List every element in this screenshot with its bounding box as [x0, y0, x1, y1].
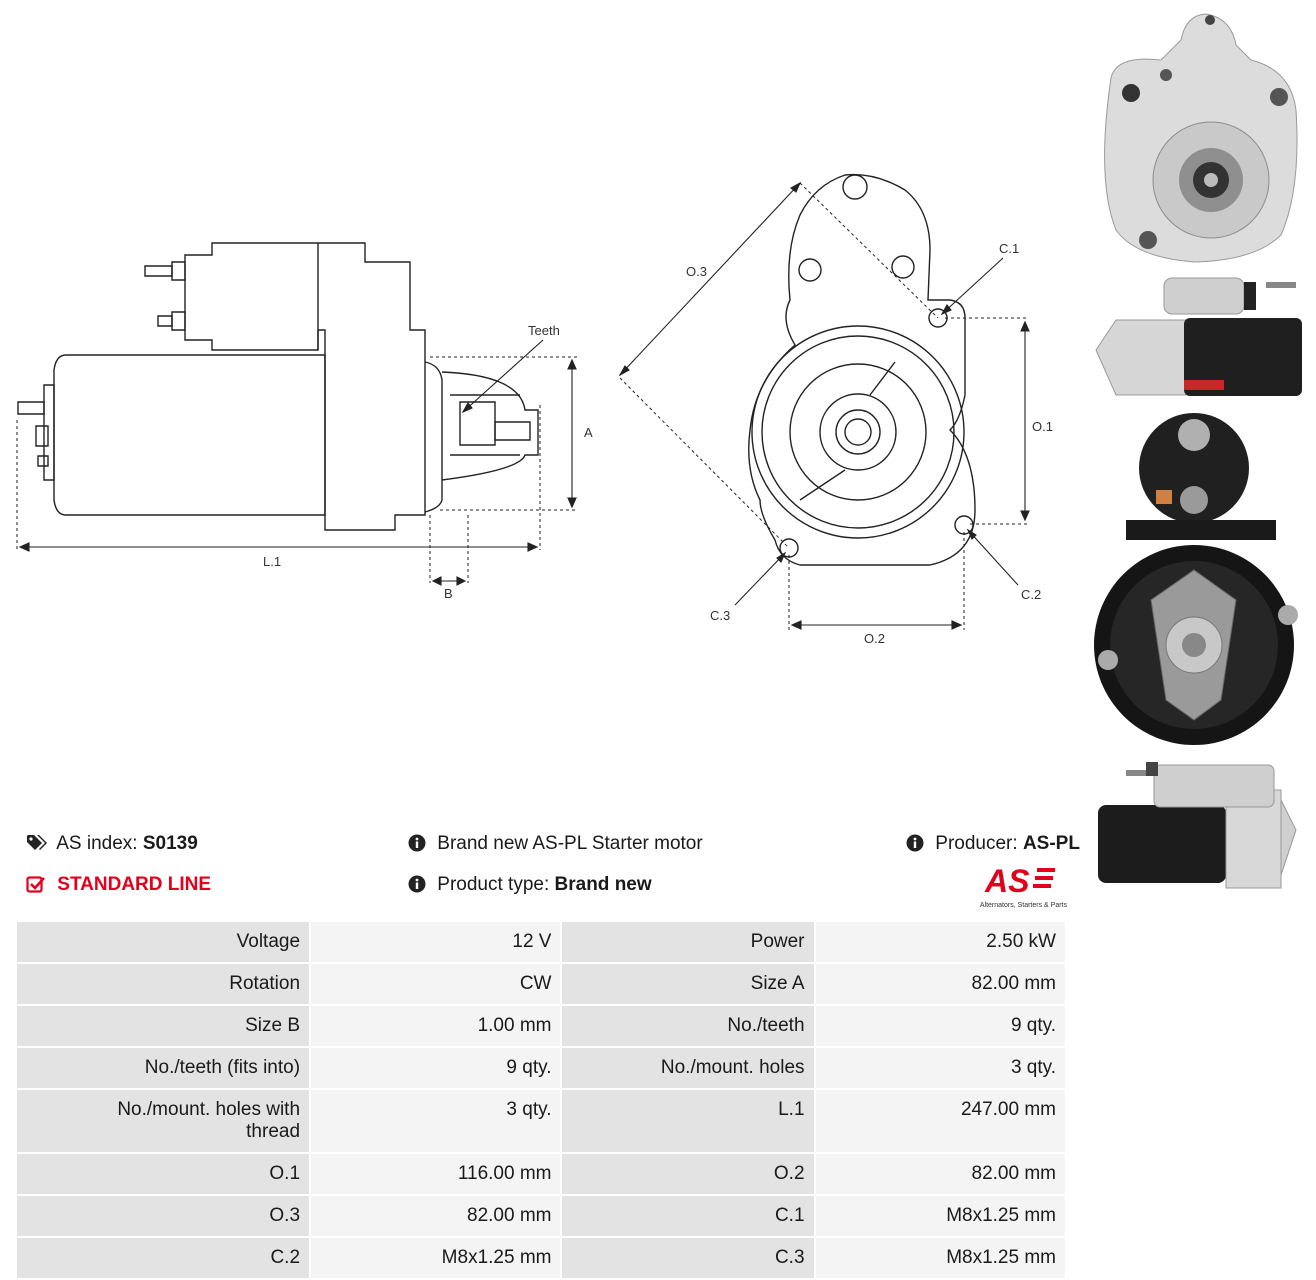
spec-value: 12 V — [309, 920, 563, 964]
product-type: Product type: Brand new — [408, 874, 652, 896]
as-index-label: AS index: — [56, 833, 138, 854]
label-c1: C.1 — [999, 241, 1019, 256]
spec-key: Size B — [14, 1004, 312, 1048]
info-circle-icon — [408, 875, 426, 893]
spec-value: M8x1.25 mm — [309, 1236, 563, 1280]
spec-key: O.1 — [14, 1152, 312, 1196]
logo-tagline: Alternators, Starters & Parts — [979, 902, 1067, 909]
spec-key: O.2 — [560, 1152, 816, 1196]
spec-value: 82.00 mm — [813, 1152, 1068, 1196]
spec-value: 9 qty. — [309, 1046, 563, 1090]
spec-key: C.1 — [560, 1194, 816, 1238]
standard-line-label: STANDARD LINE — [57, 874, 212, 895]
spec-key: Size A — [560, 962, 816, 1006]
producer-label: Producer: — [935, 833, 1018, 854]
label-teeth: Teeth — [528, 323, 560, 338]
spec-key: C.2 — [14, 1236, 312, 1280]
drive-housing — [424, 361, 443, 513]
producer-value: AS-PL — [1022, 833, 1080, 854]
spec-key: Voltage — [14, 920, 312, 964]
photo-rear-view — [1094, 413, 1298, 745]
standard-line: STANDARD LINE — [26, 874, 211, 896]
technical-drawing: Teeth A L.1 B — [16, 173, 1053, 646]
spec-value: CW — [309, 962, 563, 1006]
photo-front-view — [1104, 13, 1298, 263]
table-row: O.1 116.00 mm O.2 82.00 mm — [14, 1152, 1068, 1196]
logo-text: AS — [984, 863, 1030, 896]
label-o2: O.2 — [864, 631, 885, 646]
spec-value: 82.00 mm — [813, 962, 1068, 1006]
spec-key: O.3 — [14, 1194, 312, 1238]
check-square-icon — [26, 876, 45, 893]
table-row: No./mount. holes with thread 3 qty. L.1 … — [14, 1088, 1068, 1154]
table-row: Size B 1.00 mm No./teeth 9 qty. — [14, 1004, 1068, 1048]
motor-body — [53, 354, 326, 516]
spec-value: 82.00 mm — [309, 1194, 563, 1238]
spec-key: No./teeth (fits into) — [14, 1046, 312, 1090]
label-o3: O.3 — [686, 264, 707, 279]
spec-value: 2.50 kW — [813, 920, 1068, 964]
spec-key: No./mount. holes with thread — [14, 1088, 312, 1154]
spec-value: 3 qty. — [813, 1046, 1068, 1090]
label-o1: O.1 — [1032, 419, 1053, 434]
tags-icon — [27, 835, 47, 850]
label-l1: L.1 — [263, 554, 281, 569]
spec-table: Voltage 12 V Power 2.50 kW Rotation CW S… — [14, 920, 1068, 1280]
spec-value: 116.00 mm — [309, 1152, 563, 1196]
spec-key: No./teeth — [560, 1004, 816, 1048]
spec-key: Rotation — [14, 962, 312, 1006]
photo-side-view — [1095, 277, 1302, 396]
table-row: Rotation CW Size A 82.00 mm — [14, 962, 1068, 1006]
table-row: C.2 M8x1.25 mm C.3 M8x1.25 mm — [14, 1236, 1068, 1280]
spec-value: 9 qty. — [813, 1004, 1068, 1048]
solenoid — [184, 242, 426, 531]
label-c2: C.2 — [1021, 587, 1041, 602]
spec-key: L.1 — [560, 1088, 816, 1154]
label-c3: C.3 — [710, 608, 730, 623]
spec-value: 247.00 mm — [813, 1088, 1068, 1154]
label-b: B — [444, 586, 453, 601]
as-index: AS index: S0139 — [26, 833, 198, 855]
table-row: No./teeth (fits into) 9 qty. No./mount. … — [14, 1046, 1068, 1090]
producer: Producer: AS-PL — [906, 833, 1080, 855]
as-index-value: S0139 — [142, 833, 198, 854]
photo-side-view-2 — [1098, 762, 1297, 889]
product-type-label: Product type: — [437, 874, 550, 895]
product-type-value: Brand new — [554, 874, 652, 895]
table-row: O.3 82.00 mm C.1 M8x1.25 mm — [14, 1194, 1068, 1238]
table-row: Voltage 12 V Power 2.50 kW — [14, 920, 1068, 964]
spec-value: M8x1.25 mm — [813, 1194, 1068, 1238]
description-text: Brand new AS-PL Starter motor — [437, 833, 703, 854]
product-photos — [1094, 13, 1302, 889]
label-a: A — [584, 425, 593, 440]
spec-key: Power — [560, 920, 816, 964]
spec-value: M8x1.25 mm — [813, 1236, 1068, 1280]
front-flange — [748, 173, 976, 566]
info-circle-icon — [906, 834, 924, 852]
spec-value: 1.00 mm — [309, 1004, 563, 1048]
spec-key: No./mount. holes — [560, 1046, 816, 1090]
as-logo: AS Alternators, Starters & Parts — [965, 862, 1067, 909]
logo-mark: AS — [984, 863, 1055, 899]
description: Brand new AS-PL Starter motor — [408, 833, 703, 855]
info-circle-icon — [408, 834, 426, 852]
spec-value: 3 qty. — [309, 1088, 563, 1154]
spec-key: C.3 — [560, 1236, 816, 1280]
